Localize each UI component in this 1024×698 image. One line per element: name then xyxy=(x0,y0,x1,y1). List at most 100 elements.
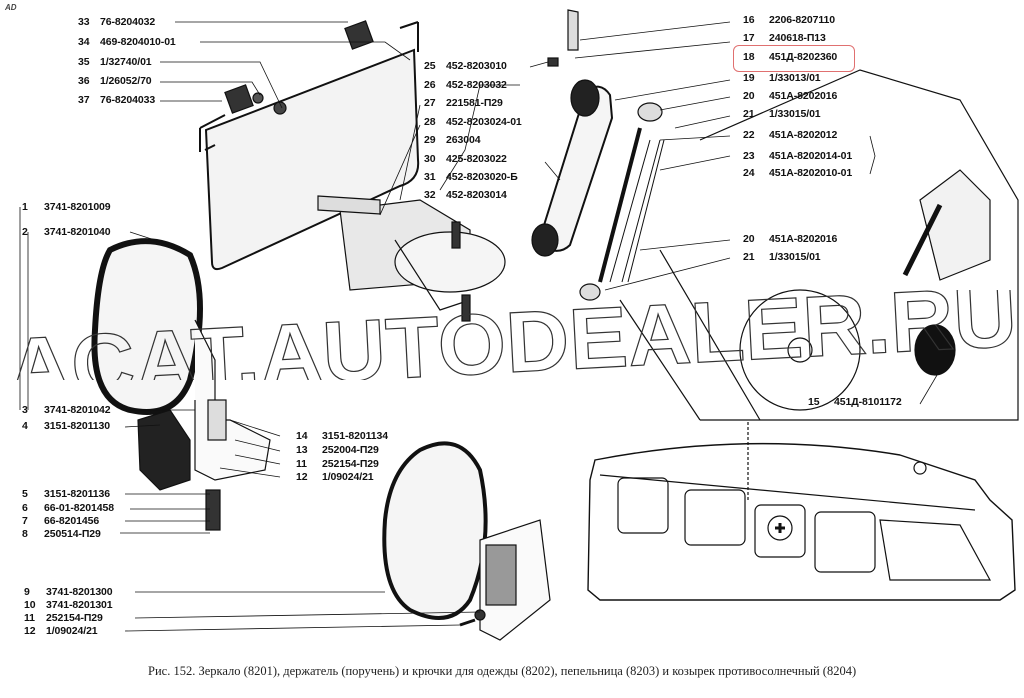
part-label: 30 425-8203022 xyxy=(424,153,507,165)
part-number: 31 xyxy=(424,171,436,183)
part-code: 1/33013/01 xyxy=(769,72,821,84)
part-number: 20 xyxy=(743,90,755,102)
part-number: 6 xyxy=(22,502,28,514)
part-code: 425-8203022 xyxy=(446,153,507,165)
part-code: 452-8203014 xyxy=(446,189,507,201)
corner-mark: AD xyxy=(5,3,17,12)
part-label: 2 3741-8201040 xyxy=(22,226,111,238)
highlight-box-item-18 xyxy=(733,45,855,72)
part-number: 8 xyxy=(22,528,28,540)
van-drawing xyxy=(587,420,1016,601)
part-number: 10 xyxy=(24,599,36,611)
part-number: 16 xyxy=(743,14,755,26)
part-number: 11 xyxy=(24,612,35,624)
part-code: 3741-8201301 xyxy=(46,599,113,611)
part-number: 28 xyxy=(424,116,436,128)
part-number: 33 xyxy=(78,16,90,28)
part-number: 12 xyxy=(24,625,36,637)
mirror-left-drawing xyxy=(91,238,271,531)
part-label: 19 1/33013/01 xyxy=(743,72,821,84)
part-label: 28 452-8203024-01 xyxy=(424,116,522,128)
part-code: 452-8203032 xyxy=(446,79,507,91)
leader-lines xyxy=(19,21,941,632)
part-code: 2206-8207110 xyxy=(769,14,835,26)
part-label: 20 451А-8202016 xyxy=(743,90,837,102)
part-code: 3151-8201136 xyxy=(44,488,110,500)
part-code: 469-8204010-01 xyxy=(100,36,176,48)
figure-caption: Рис. 152. Зеркало (8201), держатель (пор… xyxy=(148,664,857,678)
part-code: 1/33015/01 xyxy=(769,251,821,263)
part-code: 1/09024/21 xyxy=(46,625,98,637)
part-label: 12 1/09024/21 xyxy=(296,471,374,483)
part-number: 37 xyxy=(78,94,90,106)
part-code: 451Д-8101172 xyxy=(834,396,902,408)
part-label: 31 452-8203020-Б xyxy=(424,171,518,183)
part-label: 8 250514-П29 xyxy=(22,528,101,540)
part-number: 3 xyxy=(22,404,28,416)
part-number: 30 xyxy=(424,153,436,165)
part-number: 2 xyxy=(22,226,28,238)
part-number: 22 xyxy=(743,129,755,141)
part-label: 12 1/09024/21 xyxy=(24,625,98,637)
part-number: 11 xyxy=(296,458,307,470)
part-number: 29 xyxy=(424,134,436,146)
part-number: 36 xyxy=(78,75,90,87)
part-code: 3741-8201042 xyxy=(44,404,111,416)
part-code: 3741-8201300 xyxy=(46,586,113,598)
part-code: 452-8203020-Б xyxy=(446,171,518,183)
part-code: 66-8201456 xyxy=(44,515,100,527)
part-code: 1/33015/01 xyxy=(769,108,821,120)
part-number: 15 xyxy=(808,396,820,408)
part-code: 3741-8201009 xyxy=(44,201,111,213)
part-code: 451А-8202012 xyxy=(769,129,838,141)
part-code: 66-01-8201458 xyxy=(44,502,114,514)
mirror-right-drawing xyxy=(382,441,551,641)
part-code: 252004-П29 xyxy=(322,444,379,456)
part-number: 27 xyxy=(424,97,436,109)
part-code: 451А-8202014-01 xyxy=(769,150,853,162)
part-code: 451А-8202010-01 xyxy=(769,167,853,179)
part-label: 36 1/26052/70 xyxy=(78,75,152,87)
part-code: 250514-П29 xyxy=(44,528,101,540)
part-code: 1/32740/01 xyxy=(100,56,152,68)
cab-interior-drawing xyxy=(619,69,1019,421)
part-code: 452-8203010 xyxy=(446,60,507,72)
part-number: 19 xyxy=(743,72,755,84)
part-code: 1/26052/70 xyxy=(100,75,152,87)
part-code: 252154-П29 xyxy=(46,612,103,624)
part-number: 7 xyxy=(22,515,28,527)
coat-rail-drawing xyxy=(579,102,665,301)
part-label: 11 252154-П29 xyxy=(24,612,103,624)
part-code: 451А-8202016 xyxy=(769,90,838,102)
part-label: 7 66-8201456 xyxy=(22,515,99,527)
part-label: 1 3741-8201009 xyxy=(22,201,111,213)
part-code: 3741-8201040 xyxy=(44,226,111,238)
part-code: 240618-П13 xyxy=(769,32,826,44)
part-number: 17 xyxy=(743,32,755,44)
part-code: 1/09024/21 xyxy=(322,471,374,483)
part-code: 263004 xyxy=(446,134,481,146)
part-number: 21 xyxy=(743,108,755,120)
part-code: 452-8203024-01 xyxy=(446,116,522,128)
part-label: 3 3741-8201042 xyxy=(22,404,111,416)
part-label: 37 76-8204033 xyxy=(78,94,155,106)
part-number: 12 xyxy=(296,471,308,483)
part-label: 6 66-01-8201458 xyxy=(22,502,114,514)
part-code: 76-8204033 xyxy=(100,94,156,106)
part-number: 1 xyxy=(22,201,28,213)
